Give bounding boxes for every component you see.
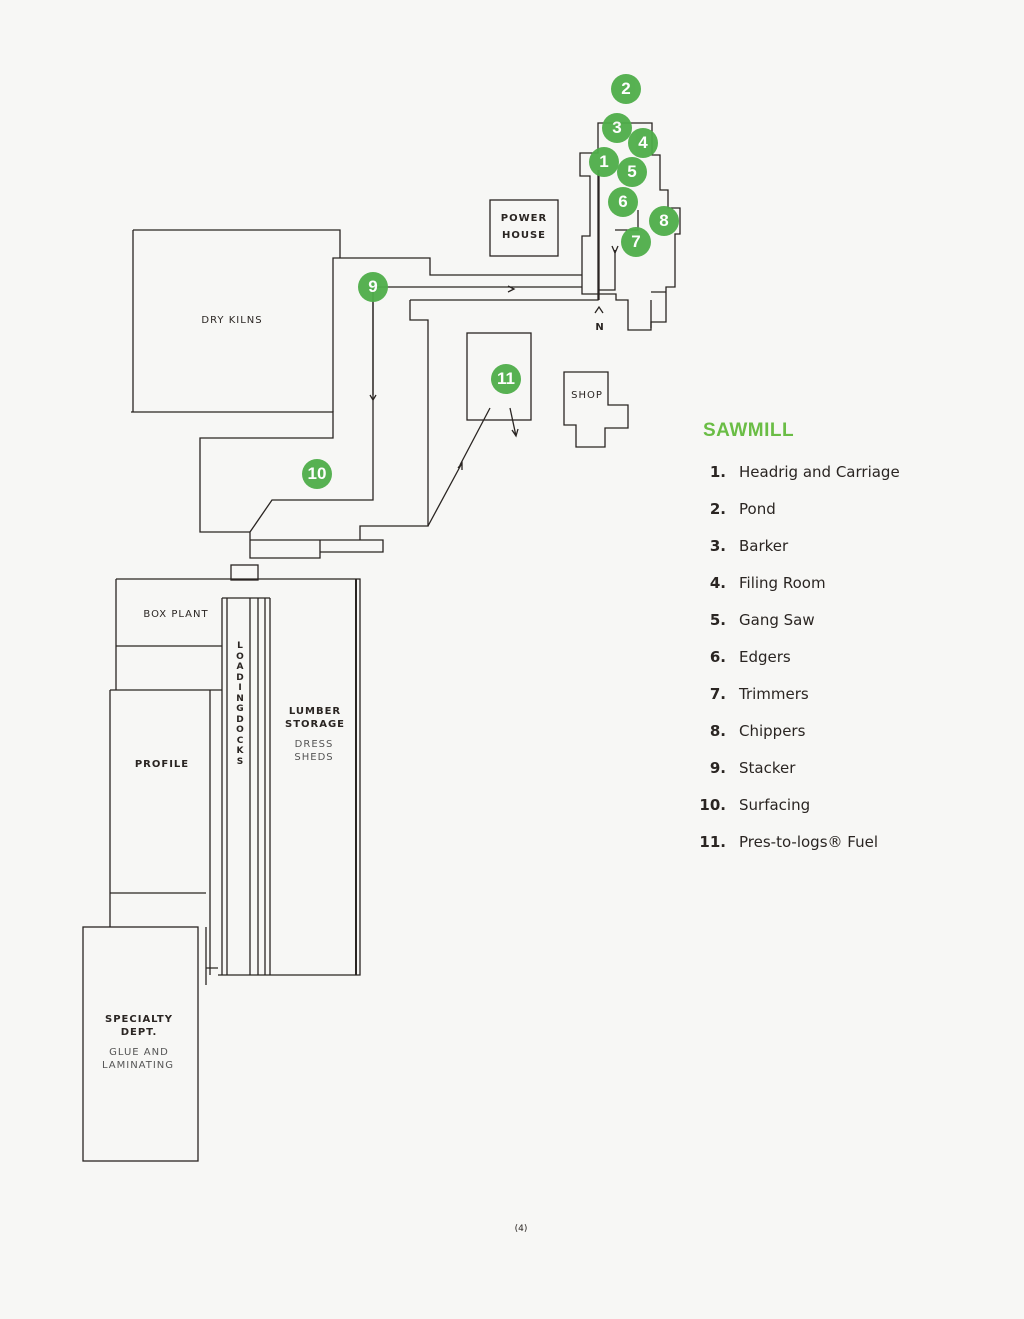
pres-to-logs-building — [466, 332, 532, 421]
legend-label: Barker — [739, 537, 789, 555]
page-number: (4) — [514, 1224, 528, 1234]
power-house-outline — [489, 199, 559, 257]
specialty-dept-label: SPECIALTY — [105, 1014, 173, 1025]
legend-item: 6. Edgers — [698, 648, 900, 685]
marker-2: 2 — [611, 74, 641, 104]
marker-10: 10 — [302, 459, 332, 489]
legend-item: 3. Barker — [698, 537, 900, 574]
legend-label: Chippers — [739, 722, 806, 740]
legend-label: Trimmers — [739, 685, 809, 703]
legend-label: Pond — [739, 500, 776, 518]
power-house-label: HOUSE — [501, 230, 547, 241]
legend-item: 5. Gang Saw — [698, 611, 900, 648]
glue-laminating-label: GLUE AND — [109, 1047, 169, 1058]
legend-label: Surfacing — [739, 796, 811, 814]
legend-title: SAWMILL — [703, 420, 795, 441]
shop-outline — [563, 371, 629, 448]
marker-11: 11 — [491, 364, 521, 394]
marker-4: 4 — [628, 128, 658, 158]
legend-number: 7. — [709, 685, 726, 703]
legend-item: 7. Trimmers — [698, 685, 900, 722]
legend-item: 1. Headrig and Carriage — [698, 463, 900, 500]
legend-number: 1. — [709, 463, 726, 481]
legend-label: Gang Saw — [739, 611, 815, 629]
legend-number: 6. — [709, 648, 726, 666]
legend-list: 1. Headrig and Carriage 2. Pond 3. Barker 4… — [698, 463, 900, 870]
shop-label: SHOP — [571, 390, 603, 401]
legend-number: 8. — [709, 722, 726, 740]
north-indicator: N — [594, 320, 604, 331]
legend-label: Edgers — [739, 648, 791, 666]
legend-item: 4. Filing Room — [698, 574, 900, 611]
marker-9: 9 — [358, 272, 388, 302]
lumber-storage-label: LUMBER — [288, 706, 342, 717]
profile-label: PROFILE — [134, 759, 190, 770]
marker-5: 5 — [617, 157, 647, 187]
legend-number: 2. — [709, 500, 726, 518]
marker-1: 1 — [589, 147, 619, 177]
marker-6: 6 — [608, 187, 638, 217]
dry-kilns-outline — [131, 229, 341, 533]
legend-item: 2. Pond — [698, 500, 900, 537]
specialty-dept-outline — [82, 926, 199, 1162]
legend-number: 5. — [709, 611, 726, 629]
legend-item: 10. Surfacing — [698, 796, 900, 833]
legend-item: 9. Stacker — [698, 759, 900, 796]
power-house-label: POWER — [500, 213, 548, 224]
legend-number: 9. — [709, 759, 726, 777]
marker-3: 3 — [602, 113, 632, 143]
box-plant-label: BOX PLANT — [143, 609, 209, 620]
legend-label: Stacker — [739, 759, 796, 777]
loading-docks-label: LOADING DOCKS — [236, 641, 247, 767]
glue-laminating-label: LAMINATING — [101, 1060, 175, 1071]
marker-7: 7 — [621, 227, 651, 257]
legend-number: 10. — [699, 796, 726, 814]
specialty-dept-label: DEPT. — [120, 1027, 158, 1038]
legend-number: 3. — [709, 537, 726, 555]
dress-sheds-label: SHEDS — [294, 752, 334, 763]
lumber-storage-label: STORAGE — [284, 719, 346, 730]
legend-label: Pres-to-logs® Fuel — [739, 833, 878, 851]
legend-number: 11. — [699, 833, 726, 851]
box-plant-outline — [109, 578, 361, 976]
conveyor-stacker — [359, 170, 599, 540]
marker-8: 8 — [649, 206, 679, 236]
legend-item: 11. Pres-to-logs® Fuel — [698, 833, 900, 870]
legend-label: Filing Room — [739, 574, 826, 592]
dry-kilns-label: DRY KILNS — [201, 315, 263, 326]
dress-sheds-label: DRESS — [294, 739, 334, 750]
legend-number: 4. — [709, 574, 726, 592]
legend-label: Headrig and Carriage — [739, 463, 900, 481]
legend-item: 8. Chippers — [698, 722, 900, 759]
